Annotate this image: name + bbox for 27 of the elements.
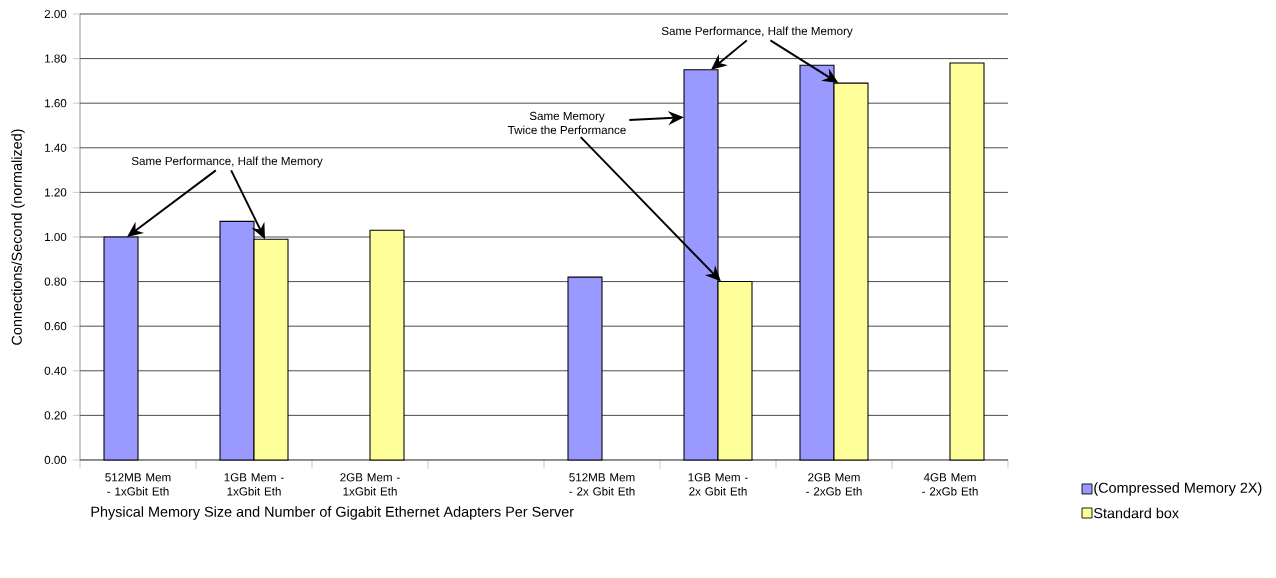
x-tick-label: 1GB Mem - 1xGbit Eth	[224, 473, 284, 496]
arrow	[127, 169, 217, 237]
x-tick-label: 1GB Mem - 2x Gbit Eth	[688, 473, 748, 496]
y-tick-label: 1.20	[45, 188, 67, 197]
y-tick-label: 0.20	[44, 411, 67, 420]
annotation-text: Same Performance, Half the Memory	[128, 153, 326, 171]
x-tick-label: 2GB Mem - 1xGbit Eth	[340, 473, 400, 496]
x-tick-label: 512MB Mem - 1xGbit Eth	[105, 473, 171, 496]
annotation-text: Same Performance, Half the Memory	[658, 23, 856, 40]
y-tick-label: 0.60	[44, 322, 67, 331]
annotation-text: Same Memory Twice the Performance	[505, 109, 629, 137]
y-tick-label: 1.40	[45, 143, 67, 152]
x-tick-label: 512MB Mem - 2x Gbit Eth	[569, 473, 635, 496]
y-tick-label: 0.80	[44, 277, 67, 286]
legend-label: (Compressed Memory 2X)	[1094, 482, 1262, 496]
y-tick-label: 2.00	[44, 9, 67, 19]
y-tick-label: 0.00	[44, 455, 67, 465]
y-tick-label: 1.00	[45, 232, 67, 242]
y-tick-label: 1.80	[45, 54, 67, 63]
y-tick-label: 0.40	[44, 366, 67, 375]
axis-title: Physical Memory Size and Number of Gigabit Ethernet Adapters Per Server	[91, 506, 574, 520]
y-tick-label: 1.60	[45, 99, 67, 108]
legend-label: Standard box	[1094, 507, 1179, 519]
axis-title: Connections/Second (normalized)	[11, 129, 25, 345]
arrow	[711, 39, 748, 70]
x-tick-label: 4GB Mem - 2xGb Eth	[922, 473, 978, 496]
x-tick-label: 2GB Mem - 2xGb Eth	[806, 473, 862, 496]
